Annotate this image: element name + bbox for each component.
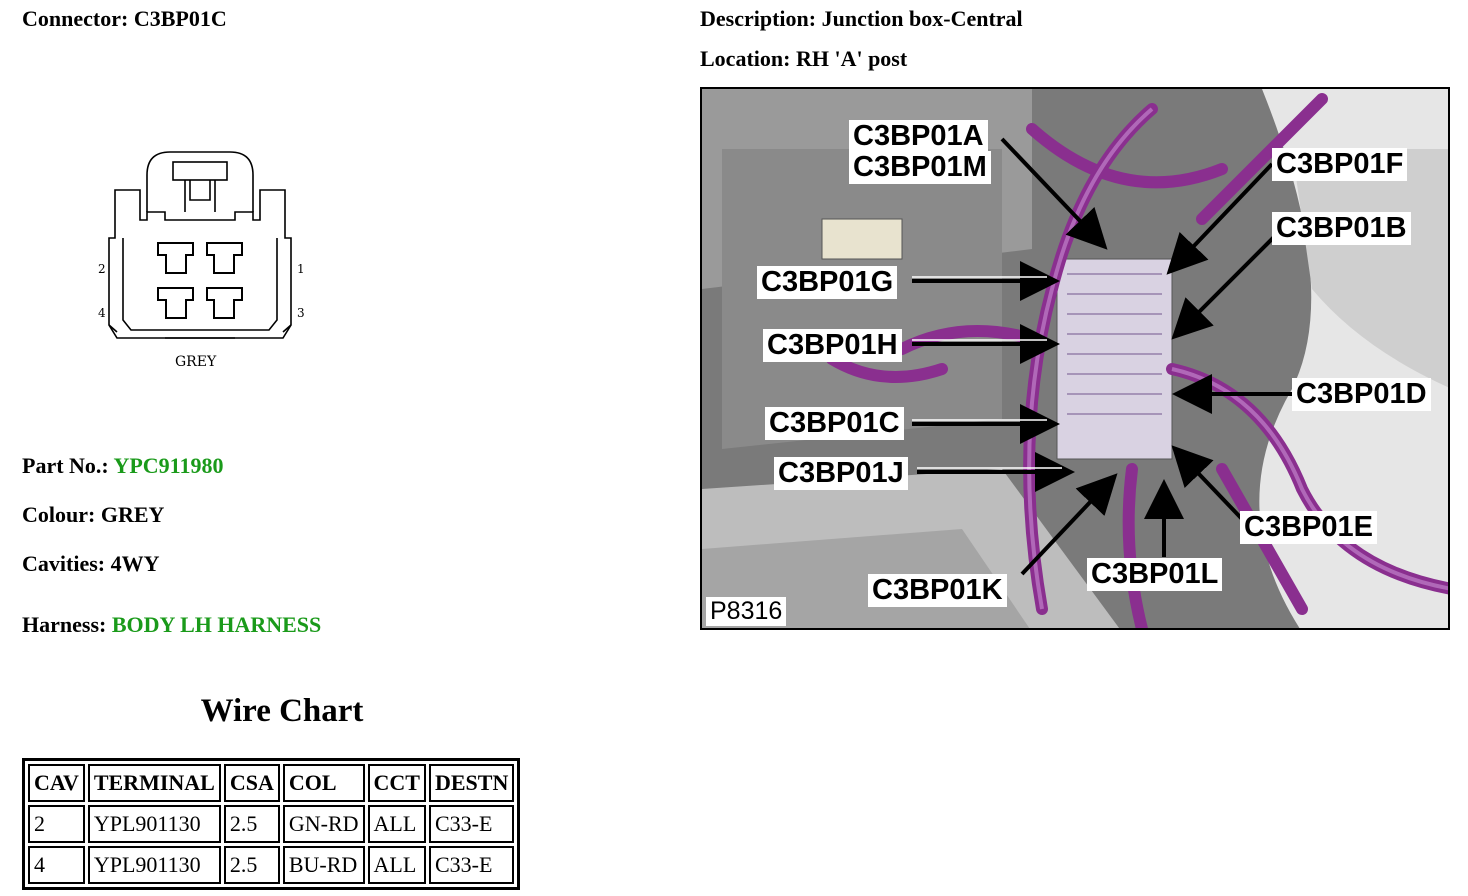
description-value: Junction box-Central (821, 6, 1023, 31)
cell-col: BU-RD (282, 846, 365, 884)
colour-value: GREY (100, 502, 165, 527)
part-no-link[interactable]: YPC911980 (113, 453, 224, 478)
location-photo: C3BP01A C3BP01M C3BP01F C3BP01B C3BP01G … (700, 87, 1450, 630)
part-no-field: Part No.: YPC911980 (22, 453, 223, 479)
header-csa: CSA (223, 764, 280, 802)
harness-link[interactable]: BODY LH HARNESS (111, 612, 322, 637)
callout-c3bp01h: C3BP01H (763, 329, 902, 362)
photo-code: P8316 (706, 597, 787, 626)
cell-csa: 2.5 (223, 846, 280, 884)
table-row: 4 YPL901130 2.5 BU-RD ALL C33-E (28, 846, 515, 884)
table-header-row: CAV TERMINAL CSA COL CCT DESTN (28, 764, 515, 802)
cell-cct: ALL (367, 846, 426, 884)
header-terminal: TERMINAL (87, 764, 221, 802)
callout-c3bp01d: C3BP01D (1292, 378, 1431, 411)
cavities-label: Cavities: (22, 551, 106, 576)
connector-field: Connector: C3BP01C (22, 6, 227, 32)
header-col: COL (282, 764, 365, 802)
callout-c3bp01e: C3BP01E (1240, 511, 1377, 544)
description-field: Description: Junction box-Central (700, 6, 1023, 32)
cell-col: GN-RD (282, 805, 365, 843)
cell-terminal: YPL901130 (87, 846, 221, 884)
description-label: Description: (700, 6, 817, 31)
cell-cav: 2 (28, 805, 85, 843)
cell-cct: ALL (367, 805, 426, 843)
callout-c3bp01f: C3BP01F (1272, 148, 1408, 181)
cell-cav: 4 (28, 846, 85, 884)
header-destn: DESTN (428, 764, 515, 802)
cell-destn: C33-E (428, 805, 515, 843)
cell-terminal: YPL901130 (87, 805, 221, 843)
callout-c3bp01g: C3BP01G (757, 266, 898, 299)
cavities-value: 4WY (110, 551, 160, 576)
colour-field: Colour: GREY (22, 502, 164, 528)
callout-c3bp01b: C3BP01B (1272, 212, 1411, 245)
callout-c3bp01a: C3BP01A (849, 120, 988, 153)
cavities-field: Cavities: 4WY (22, 551, 159, 577)
harness-label: Harness: (22, 612, 107, 637)
header-cct: CCT (367, 764, 426, 802)
pin-1-number: 1 (297, 262, 305, 276)
callout-c3bp01j: C3BP01J (774, 457, 908, 490)
pin-4-number: 4 (98, 306, 106, 320)
location-value: RH 'A' post (795, 46, 908, 71)
header-cav: CAV (28, 764, 85, 802)
callout-c3bp01m: C3BP01M (849, 151, 991, 184)
connector-value: C3BP01C (133, 6, 227, 31)
wire-chart-title: Wire Chart (200, 693, 364, 729)
callout-c3bp01k: C3BP01K (868, 574, 1007, 607)
location-label: Location: (700, 46, 791, 71)
callout-c3bp01c: C3BP01C (765, 407, 904, 440)
drawing-colour-text: GREY (175, 354, 217, 370)
harness-field: Harness: BODY LH HARNESS (22, 612, 321, 638)
wire-chart-table: CAV TERMINAL CSA COL CCT DESTN 2 YPL9011… (22, 758, 521, 890)
colour-label: Colour: (22, 502, 96, 527)
pin-2-number: 2 (98, 262, 106, 276)
cell-destn: C33-E (428, 846, 515, 884)
callout-c3bp01l: C3BP01L (1087, 558, 1223, 591)
pin-3-number: 3 (297, 306, 305, 320)
connector-face-drawing: 2 1 4 3 GREY (98, 151, 305, 370)
location-field: Location: RH 'A' post (700, 46, 907, 72)
connector-label: Connector: (22, 6, 129, 31)
cell-csa: 2.5 (223, 805, 280, 843)
part-no-label: Part No.: (22, 453, 109, 478)
table-row: 2 YPL901130 2.5 GN-RD ALL C33-E (28, 805, 515, 843)
